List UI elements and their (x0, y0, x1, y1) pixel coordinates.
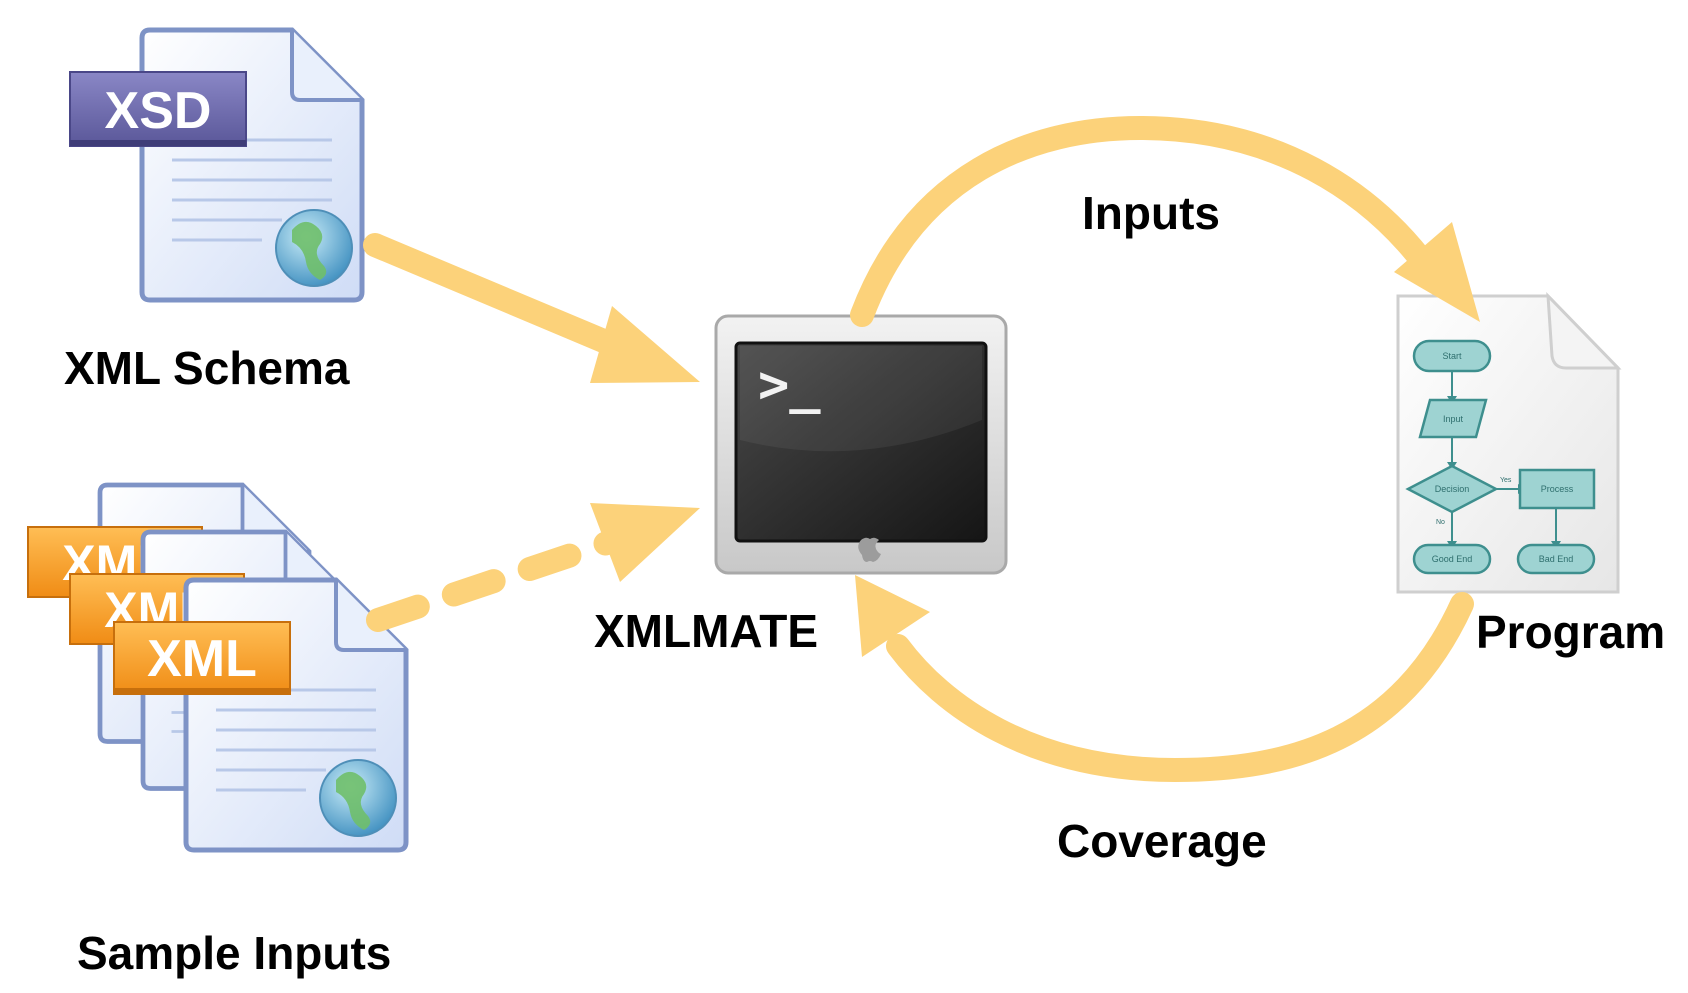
xml-schema-document-icon (142, 30, 362, 300)
samples-to-xmlmate-arrow (366, 503, 700, 632)
inputs-label: Inputs (1082, 187, 1220, 239)
xsd-badge: XSD (69, 71, 247, 147)
terminal-prompt-text: >_ (758, 355, 821, 415)
flowchart-input-text: Input (1443, 414, 1464, 424)
flowchart-bad-end-node (1516, 543, 1596, 575)
coverage-arrow (855, 575, 1474, 783)
apple-logo-icon (858, 537, 881, 562)
flowchart-process-text: Process (1541, 484, 1574, 494)
flowchart-good-end-text: Good End (1432, 554, 1473, 564)
flowchart-yes-text: Yes (1500, 477, 1512, 484)
flowchart-decision-text: Decision (1435, 484, 1470, 494)
program-flowchart: Start Input Decision Process Good End Ba… (1405, 339, 1596, 575)
xml-badge-text-3: XML (147, 630, 257, 688)
xsd-badge-text: XSD (105, 82, 212, 140)
flowchart-start-text: Start (1442, 351, 1462, 361)
xmlmate-terminal-icon: >_ (714, 314, 1008, 575)
flowchart-good-end-node (1412, 543, 1492, 575)
coverage-label: Coverage (1057, 815, 1267, 867)
inputs-arrow (850, 115, 1480, 327)
flowchart-process-node (1518, 468, 1596, 510)
schema-to-xmlmate-arrow (363, 233, 700, 383)
flowchart-start-node (1412, 339, 1492, 373)
flowchart-no-text: No (1436, 519, 1445, 526)
flowchart-bad-end-text: Bad End (1539, 554, 1574, 564)
flowchart-decision-node (1405, 464, 1499, 514)
xml-badge-3: XML (113, 621, 291, 695)
xmlmate-label: XMLMATE (594, 605, 819, 657)
program-label: Program (1476, 606, 1666, 658)
flowchart-input-node (1418, 398, 1488, 439)
xml-schema-label: XML Schema (64, 342, 350, 394)
sample-inputs-label: Sample Inputs (77, 927, 392, 979)
